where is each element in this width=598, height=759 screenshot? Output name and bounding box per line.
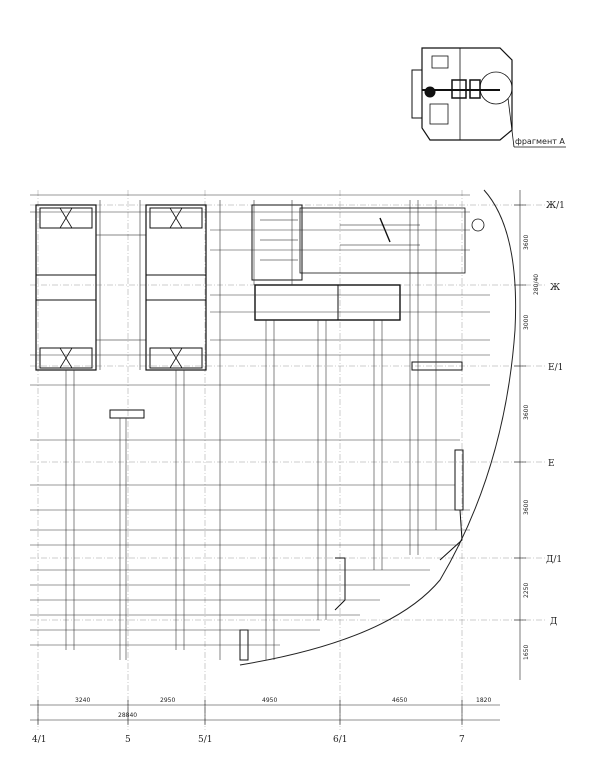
structure <box>35 204 485 661</box>
axis-label-5-1: 5/1 <box>198 735 212 745</box>
key-plan-highlight <box>479 71 513 105</box>
axis-label-zh1: Ж/1 <box>546 201 565 211</box>
beam-lines-vertical <box>65 200 437 660</box>
dim-bottom-3: 4650 <box>392 697 407 704</box>
grid-lines <box>30 190 545 730</box>
axis-label-6-1: 6/1 <box>333 735 347 745</box>
dim-bottom-0: 3240 <box>75 697 90 704</box>
dim-right-5: 2250 <box>523 583 530 598</box>
axis-label-7: 7 <box>459 735 465 745</box>
dim-right-4: 3600 <box>523 500 530 515</box>
dim-right-1: 280/40 <box>533 274 540 295</box>
axis-label-d1: Д/1 <box>546 555 562 565</box>
dim-bottom-4: 1820 <box>476 697 491 704</box>
axis-label-4-1: 4/1 <box>32 735 46 745</box>
axis-label-zh: Ж <box>550 283 560 293</box>
axis-label-e: Е <box>548 459 555 469</box>
axis-label-5: 5 <box>125 735 131 745</box>
dim-right-0: 3600 <box>523 235 530 250</box>
dim-right-2: 3000 <box>523 315 530 330</box>
dim-total: 28840 <box>118 712 137 719</box>
beam-lines-horizontal <box>30 194 490 646</box>
dim-right-6: 1650 <box>523 645 530 660</box>
building-outline-arc <box>239 189 517 666</box>
bottom-dimension-lines <box>30 700 500 725</box>
dim-right-3: 3600 <box>523 405 530 420</box>
key-plan <box>411 47 566 148</box>
fragment-label: фрагмент А <box>515 137 565 146</box>
dim-bottom-2: 4950 <box>262 697 277 704</box>
axis-label-e1: Е/1 <box>548 363 563 373</box>
dim-bottom-1: 2950 <box>160 697 175 704</box>
axis-label-d: Д <box>550 617 557 627</box>
right-axis-markers <box>514 190 526 680</box>
